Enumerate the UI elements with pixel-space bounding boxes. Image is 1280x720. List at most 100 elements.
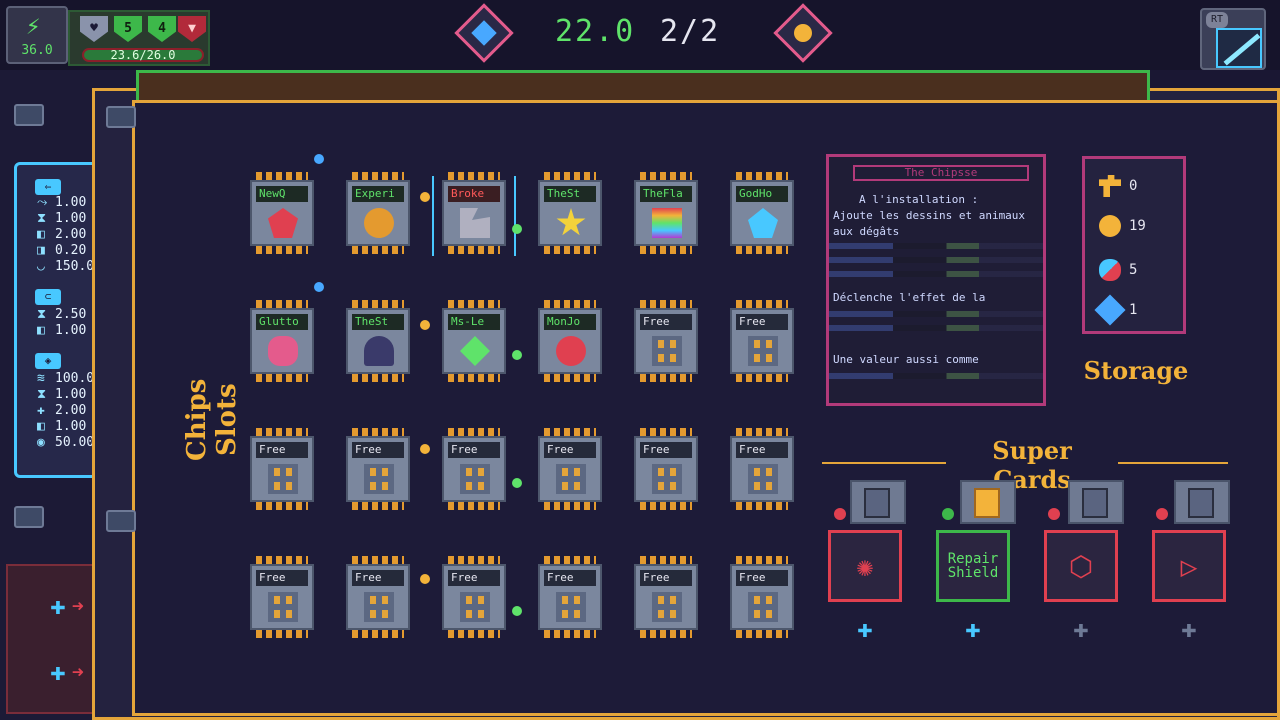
health-panel: ♥ 5 4 ▼ 23.6/26.0 <box>68 10 210 66</box>
chip-slot-free[interactable]: Free <box>538 428 602 510</box>
chip-label: NewQ <box>256 186 308 202</box>
empty-chip-icon <box>652 336 682 366</box>
chip-slot[interactable]: MonJo <box>538 300 602 382</box>
empty-chip-icon <box>748 592 778 622</box>
add-upgrade-button[interactable]: ✚ ➜ <box>18 578 116 634</box>
super-card-play[interactable]: ▷ <box>1152 530 1226 602</box>
add-card-button[interactable]: ✚ <box>857 614 873 644</box>
energy-display: ⚡ 36.0 <box>6 6 68 64</box>
chip-slot[interactable]: Experi <box>346 172 410 254</box>
chip-slot-free[interactable]: Free <box>634 428 698 510</box>
led-icon <box>942 508 954 520</box>
chip-label: Free <box>256 442 308 458</box>
empty-chip-icon <box>268 464 298 494</box>
chip-label: Free <box>448 442 500 458</box>
empty-chip-icon <box>460 592 490 622</box>
plus-icon: ✚ <box>50 591 66 621</box>
led-icon <box>420 192 430 202</box>
chip-slot[interactable]: TheFla <box>634 172 698 254</box>
super-card-cube[interactable]: ⬡ <box>1044 530 1118 602</box>
stat-damage: ◧1.00 <box>37 323 87 338</box>
empty-card-icon <box>1188 488 1214 518</box>
chip-slot-free[interactable]: Free <box>634 556 698 638</box>
super-card-slot[interactable] <box>960 480 1016 524</box>
spider-icon <box>364 336 394 366</box>
storage-title: Storage <box>1083 356 1189 385</box>
stat-damage: ◧1.00 <box>37 419 87 434</box>
chip-slot[interactable]: GodHo <box>730 172 794 254</box>
stat-heal: ✚2.00 <box>37 403 87 418</box>
chip-label: Broke <box>448 186 500 202</box>
chip-label: Free <box>352 570 404 586</box>
connector-icon <box>106 106 136 128</box>
info-line: Ajoute les dessins et animaux <box>833 209 1026 221</box>
pig-icon <box>268 336 298 366</box>
cube-icon: ⬡ <box>1068 549 1094 583</box>
storage-capsules: 5 <box>1099 255 1179 285</box>
chip-slot[interactable]: Glutto <box>250 300 314 382</box>
chip-slot-free[interactable]: Free <box>250 428 314 510</box>
stat-cooldown: ⧗1.00 <box>37 211 87 226</box>
chip-slot-free[interactable]: Free <box>346 556 410 638</box>
chip-label: TheSt <box>544 186 596 202</box>
connector-icon <box>106 510 136 532</box>
chip-label: Experi <box>352 186 404 202</box>
chip-label: Free <box>352 442 404 458</box>
chip-slot-free[interactable]: Free <box>634 300 698 382</box>
chip-slot-free[interactable]: Free <box>538 556 602 638</box>
super-card-virus[interactable]: ✺ <box>828 530 902 602</box>
stat-rate: ⤳1.00 <box>37 195 87 210</box>
add-card-button[interactable]: ✚ <box>965 614 981 644</box>
hourglass-icon: ⧗ <box>37 211 47 226</box>
led-icon <box>314 154 324 164</box>
super-card-slot[interactable] <box>850 480 906 524</box>
chip-slot-free[interactable]: Free <box>730 556 794 638</box>
rt-weapon-button[interactable]: RT <box>1200 8 1266 70</box>
empty-chip-icon <box>268 592 298 622</box>
chip-slot-free[interactable]: Free <box>346 428 410 510</box>
critter-icon <box>364 208 394 238</box>
chip-label: Free <box>736 442 788 458</box>
face-icon <box>556 336 586 366</box>
storage-crystals: 1 <box>1094 294 1179 326</box>
chip-slot[interactable]: Ms-Le <box>442 300 506 382</box>
plus-icon: ✚ <box>50 657 66 687</box>
info-line: A l'installation : <box>859 193 979 205</box>
chip-slot-free[interactable]: Free <box>442 556 506 638</box>
super-card-slot[interactable] <box>1068 480 1124 524</box>
crystal-icon <box>1094 294 1126 326</box>
empty-chip-icon <box>748 464 778 494</box>
chip-slot[interactable]: NewQ <box>250 172 314 254</box>
chip-label: Free <box>448 570 500 586</box>
leaf-icon <box>460 336 490 366</box>
super-card-slot[interactable] <box>1174 480 1230 524</box>
stat-speed: ≋100.0 <box>37 371 95 386</box>
chips-slots-title: Chips Slots <box>182 378 242 462</box>
chip-slot-free[interactable]: Free <box>730 300 794 382</box>
chip-label: Ms-Le <box>448 314 500 330</box>
chip-slot[interactable]: TheSt <box>538 172 602 254</box>
add-card-button[interactable]: ✚ <box>1181 614 1197 644</box>
hourglass-icon: ⧗ <box>37 307 47 322</box>
chip-label: Free <box>544 570 596 586</box>
chip-label: TheFla <box>640 186 692 202</box>
card-icon <box>974 488 1000 518</box>
chip-label: Free <box>640 570 692 586</box>
add-card-button[interactable]: ✚ <box>1073 614 1089 644</box>
chip-label: Free <box>736 570 788 586</box>
wave-counter: 2/2 <box>660 14 721 49</box>
chip-slot-free[interactable]: Free <box>730 428 794 510</box>
chip-info-panel: The Chipsse A l'installation : Ajoute le… <box>826 154 1046 406</box>
chip-slot-free[interactable]: Free <box>250 556 314 638</box>
capsule-icon <box>1099 259 1121 281</box>
empty-chip-icon <box>652 592 682 622</box>
coin-icon: ◉ <box>37 435 45 450</box>
add-upgrade-button[interactable]: ✚ ➜ <box>18 644 116 700</box>
chip-slot[interactable]: TheSt <box>346 300 410 382</box>
crystal-diamond-icon <box>454 3 514 63</box>
empty-chip-icon <box>364 464 394 494</box>
chip-slot-free[interactable]: Free <box>442 428 506 510</box>
chip-slot-selected[interactable]: Broke <box>442 172 506 254</box>
super-card-repair-shield[interactable]: Repair Shield <box>936 530 1010 602</box>
led-icon <box>512 350 522 360</box>
